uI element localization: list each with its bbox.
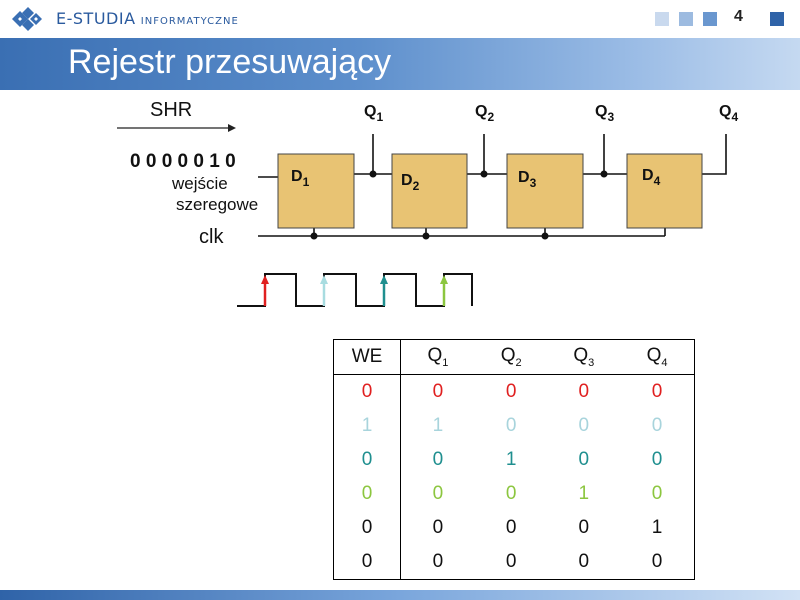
flipflop-label-d1: D1: [291, 168, 310, 189]
header-square-1: [655, 12, 669, 26]
flipflop-label-d4: D4: [642, 167, 661, 188]
table-cell: 0: [505, 483, 517, 504]
table-cell: 0: [333, 477, 401, 511]
input-label-wejscie: wejście: [171, 174, 228, 193]
table-cell: 0: [505, 415, 517, 436]
brand-name: E-STUDIA INFORMATYCZNE: [56, 9, 239, 28]
clock-edge-arrow: [380, 275, 388, 306]
clock-edge-arrow: [440, 275, 448, 306]
page-title: Rejestr przesuwający: [68, 43, 392, 81]
flipflop-d3: [506, 153, 584, 229]
header-square-2: [679, 12, 693, 26]
table-cell: 0: [432, 381, 444, 402]
table-cell: 1: [333, 409, 401, 443]
table-row: 0 0 1 0 0: [333, 443, 695, 477]
table-cell: 0: [651, 415, 663, 436]
table-cell: 0: [333, 511, 401, 545]
table-cell: 0: [432, 483, 444, 504]
table-cell: 0: [333, 545, 401, 580]
shr-arrow: [117, 124, 236, 132]
table-cell: 1: [432, 415, 444, 436]
table-cell: 0: [578, 551, 590, 572]
input-label-szeregowe: szeregowe: [176, 195, 258, 214]
output-label-q4: Q4: [719, 103, 738, 124]
clock-waveform: [237, 273, 473, 307]
clock-edge-arrow: [320, 275, 328, 306]
clock-edge-arrows: [261, 275, 448, 306]
header-we: WE: [333, 339, 401, 375]
flipflop-d2: [391, 153, 468, 229]
table-cell: 0: [578, 381, 590, 402]
header-q4: Q4: [620, 339, 695, 375]
clk-label: clk: [199, 226, 224, 248]
header-square-4: [770, 12, 784, 26]
table-row: 0 0 0 1 0: [333, 477, 695, 511]
table-cell: 0: [333, 374, 401, 409]
table-cell: 0: [432, 449, 444, 470]
brand-main: E-STUDIA: [56, 9, 136, 28]
table-row: 0 0 0 0 0: [333, 374, 695, 409]
table-cell: 0: [578, 449, 590, 470]
junction-dots: [310, 170, 608, 240]
title-bar: [0, 38, 800, 90]
footer-bar: [0, 590, 800, 600]
output-label-q2: Q2: [475, 103, 494, 124]
table-cell: 0: [651, 483, 663, 504]
brand-sub: INFORMATYCZNE: [140, 16, 239, 27]
table-header-row: WE Q1 Q2 Q3 Q4: [333, 339, 695, 375]
flipflop-d4: [626, 153, 703, 229]
logo-icon: [12, 7, 42, 31]
header-q3: Q3: [547, 339, 621, 375]
table-cell: 1: [578, 483, 590, 504]
header-square-3: [703, 12, 717, 26]
table-row: 1 1 0 0 0: [333, 409, 695, 443]
table-cell: 0: [651, 449, 663, 470]
table-cell: 0: [651, 551, 663, 572]
table-cell: 0: [333, 443, 401, 477]
input-bits: 0 0 0 0 0 1 0: [130, 151, 236, 172]
clock-edge-arrow: [261, 275, 269, 306]
header-q2: Q2: [474, 339, 548, 375]
table-cell: 1: [505, 449, 517, 470]
table-row: 0 0 0 0 1: [333, 511, 695, 545]
table-cell: 0: [505, 517, 517, 538]
header-q1: Q1: [400, 339, 475, 375]
table-cell: 0: [578, 415, 590, 436]
table-cell: 0: [578, 517, 590, 538]
table-cell: 0: [505, 551, 517, 572]
output-label-q3: Q3: [595, 103, 614, 124]
flipflop-d1: [277, 153, 355, 229]
shr-label: SHR: [150, 99, 192, 121]
table-row: 0 0 0 0 0: [333, 545, 695, 580]
table-cell: 0: [505, 381, 517, 402]
output-label-q1: Q1: [364, 103, 383, 124]
flipflop-label-d3: D3: [518, 169, 537, 190]
table-cell: 0: [432, 551, 444, 572]
table-cell: 0: [651, 381, 663, 402]
flipflop-label-d2: D2: [401, 172, 420, 193]
page-number: 4: [734, 8, 743, 25]
table-cell: 1: [651, 517, 663, 538]
table-cell: 0: [432, 517, 444, 538]
